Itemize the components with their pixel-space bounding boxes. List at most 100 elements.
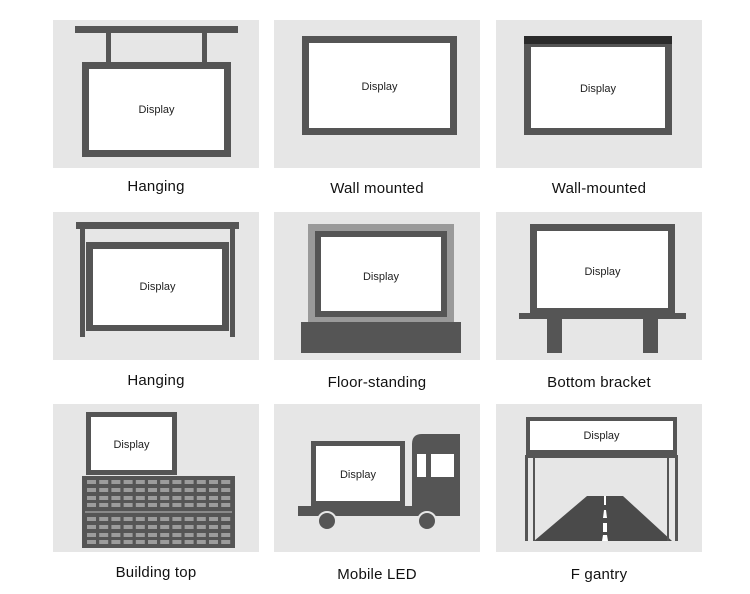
building-window [196, 533, 206, 537]
cab-window [417, 454, 426, 477]
caption-hanging-frame: Hanging [127, 372, 185, 389]
truck-chassis [298, 506, 460, 516]
building-window [172, 517, 182, 521]
building-window [111, 533, 121, 537]
building-window [148, 480, 157, 484]
hanging-sign-diagram: Display [75, 26, 238, 157]
building-window [123, 488, 133, 492]
display-label: Display [138, 104, 175, 116]
building-window [209, 517, 218, 521]
bracket-beam [519, 313, 686, 319]
left-post [80, 229, 85, 337]
front-wheel [417, 511, 437, 531]
building-window [148, 517, 157, 521]
building-window [148, 533, 157, 537]
building-window [111, 503, 121, 507]
tile-wall-mounted: Display [274, 20, 480, 168]
right-pole [675, 458, 678, 541]
tile-building-top: Display [53, 404, 259, 552]
floor-standing-diagram: Display [301, 224, 461, 353]
building-window [111, 517, 121, 521]
building-window [184, 496, 194, 500]
display-screen [89, 69, 224, 150]
tile-mobile-led: Display [274, 404, 480, 552]
building-window [160, 503, 170, 507]
building-window [87, 525, 96, 529]
building-window [148, 525, 157, 529]
building-window [135, 503, 145, 507]
wall-mounted-diagram: Display [302, 36, 457, 135]
caption-f-gantry: F gantry [570, 566, 628, 583]
building-window [87, 496, 96, 500]
building-window [184, 480, 194, 484]
building-window [135, 533, 145, 537]
building-windows [87, 480, 231, 544]
building-window [184, 533, 194, 537]
building-window [221, 540, 231, 544]
display-screen [316, 446, 400, 501]
building-window [209, 525, 218, 529]
building-window [172, 496, 182, 500]
base [301, 322, 461, 353]
building-window [111, 480, 121, 484]
right-post [230, 229, 235, 337]
building-window [148, 540, 157, 544]
building-window [221, 488, 231, 492]
building-window [135, 517, 145, 521]
building-window [160, 496, 170, 500]
caption-mobile-led: Mobile LED [337, 566, 417, 583]
building-window [209, 496, 218, 500]
building-window [221, 496, 231, 500]
display-screen [91, 417, 172, 470]
building-window [196, 488, 206, 492]
building-window [111, 540, 121, 544]
building-window [172, 488, 182, 492]
left-leg [547, 319, 562, 353]
building-window [148, 488, 157, 492]
building-window [184, 525, 194, 529]
rear-wheel [317, 511, 337, 531]
bottom-bracket-diagram: Display [519, 224, 686, 353]
building-window [99, 503, 109, 507]
building-window [123, 540, 133, 544]
building-window [221, 525, 231, 529]
building-window [87, 503, 96, 507]
building-window [99, 480, 109, 484]
building-window [99, 540, 109, 544]
tile-floor-standing: Display [274, 212, 480, 360]
building-window [160, 540, 170, 544]
building-window [123, 525, 133, 529]
building-window [221, 533, 231, 537]
building-window [196, 496, 206, 500]
building-window [196, 480, 206, 484]
building-window [160, 488, 170, 492]
building-window [135, 525, 145, 529]
caption-wall-mounted-topbar: Wall-mounted [551, 180, 647, 197]
building-window [148, 496, 157, 500]
building-window [87, 517, 96, 521]
building-window [221, 480, 231, 484]
building-window [99, 496, 109, 500]
building-window [87, 533, 96, 537]
building-window [111, 525, 121, 529]
display-screen [530, 421, 673, 450]
caption-hanging: Hanging [127, 178, 185, 195]
building-window [209, 540, 218, 544]
display-screen [321, 237, 441, 311]
building-window [135, 540, 145, 544]
building-window [135, 480, 145, 484]
top-bar [524, 36, 672, 44]
building-window [209, 533, 218, 537]
building-window [172, 540, 182, 544]
display-label: Display [340, 469, 377, 481]
building-top-diagram: Display [82, 412, 235, 548]
building-window [160, 525, 170, 529]
building-window [209, 488, 218, 492]
caption-floor-standing: Floor-standing [327, 374, 427, 391]
caption-building-top: Building top [115, 564, 197, 581]
tile-hanging: Display [53, 20, 259, 168]
building-window [196, 517, 206, 521]
building-window [99, 488, 109, 492]
building-window [184, 503, 194, 507]
building-window [196, 540, 206, 544]
